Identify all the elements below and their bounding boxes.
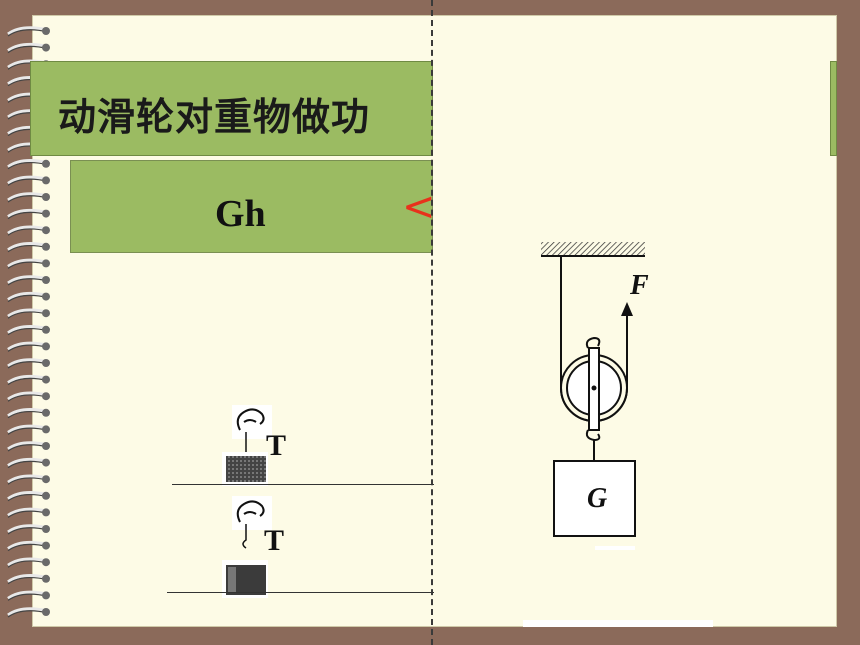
force-label: F [630, 270, 649, 301]
spiral-hole [42, 475, 50, 484]
pulley-wheel [560, 336, 628, 442]
spiral-hole [42, 541, 50, 550]
page-fold-line [431, 0, 433, 645]
spiral-hole [42, 574, 50, 583]
ground-line-top [172, 484, 434, 485]
movable-pulley-diagram [541, 242, 645, 550]
spiral-hole [42, 159, 50, 168]
hand-lifting-weights-illustration [222, 405, 272, 598]
spiral-hole [42, 309, 50, 318]
ceiling-support [541, 242, 645, 257]
spiral-hole [42, 608, 50, 616]
spiral-hole [42, 591, 50, 600]
weight-icon-bottom [222, 560, 268, 598]
spiral-hole [42, 359, 50, 367]
spiral-hole [42, 508, 50, 517]
title-banner-edge [830, 61, 837, 156]
spiral-hole [42, 292, 50, 301]
spiral-hole [42, 408, 50, 417]
weight-icon-top [222, 452, 268, 486]
spiral-hole [42, 491, 50, 500]
hand-icon-top [232, 405, 272, 452]
force-arrow [621, 302, 633, 316]
spiral-hole [42, 375, 50, 384]
tension-label-bottom: T [264, 524, 285, 557]
title-banner [30, 61, 433, 156]
spiral-hole [42, 242, 50, 251]
spiral-hole [42, 392, 50, 401]
spiral-hole [42, 193, 50, 201]
ground-line-bottom [167, 592, 434, 593]
spiral-hole [42, 442, 50, 450]
spiral-hole [42, 342, 50, 351]
bottom-strip [523, 620, 713, 627]
weight-label: G [587, 483, 608, 514]
tension-label-top: T [266, 429, 287, 462]
weight-block [553, 460, 636, 537]
work-formula-box [70, 160, 433, 253]
page-title: 动滑轮对重物做功 [58, 95, 371, 139]
less-than-symbol: < [402, 184, 436, 230]
spiral-hole [42, 558, 50, 567]
spiral-hole [42, 525, 50, 533]
spiral-hole [42, 176, 50, 185]
spiral-hole [42, 259, 50, 268]
work-formula: Gh [215, 193, 266, 235]
spiral-hole [42, 27, 50, 35]
hand-icon-bottom [232, 496, 272, 549]
spiral-hole [42, 209, 50, 218]
spiral-hole [42, 325, 50, 334]
spiral-hole [42, 43, 50, 52]
spiral-hole [42, 276, 50, 284]
spiral-hole [42, 458, 50, 467]
spiral-hole [42, 425, 50, 434]
spiral-hole [42, 226, 50, 235]
